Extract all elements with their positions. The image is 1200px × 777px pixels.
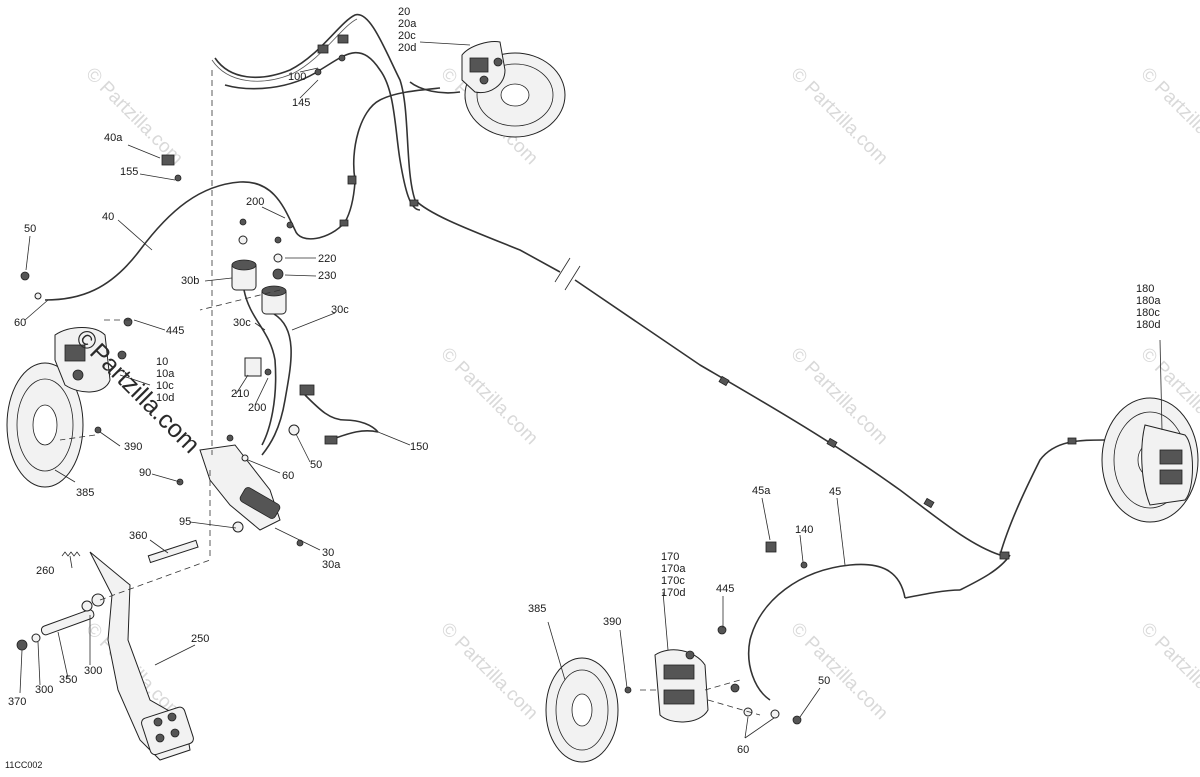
part-number-label[interactable]: 50 [310, 459, 322, 471]
part-number-label[interactable]: 230 [318, 270, 336, 282]
part-number-label[interactable]: 180d [1136, 319, 1160, 331]
part-number-label[interactable]: 20a [398, 18, 417, 30]
part-number-label[interactable]: 30b [181, 275, 199, 287]
part-number-label[interactable]: 30c [331, 304, 349, 316]
part-number-label[interactable]: 10a [156, 368, 175, 380]
brand-text: Partzilla.com [84, 338, 205, 459]
part-number-label[interactable]: 40 [102, 211, 114, 223]
part-number-label[interactable]: 445 [716, 583, 734, 595]
part-number-label[interactable]: 145 [292, 97, 310, 109]
part-number-label[interactable]: 200 [246, 196, 264, 208]
part-number-label[interactable]: 155 [120, 166, 138, 178]
part-number-label[interactable]: 40a [104, 132, 123, 144]
part-number-label[interactable]: 20 [398, 6, 410, 18]
part-number-label[interactable]: 220 [318, 253, 336, 265]
part-number-label[interactable]: 100 [288, 71, 306, 83]
watermark: © Partzilla.com [436, 619, 541, 724]
diagram-code: 11CC002 [5, 760, 42, 770]
part-number-label[interactable]: 360 [129, 530, 147, 542]
part-number-label[interactable]: 170 [661, 551, 679, 563]
part-number-label[interactable]: 10 [156, 356, 168, 368]
part-number-label[interactable]: 150 [410, 441, 428, 453]
part-number-label[interactable]: 260 [36, 565, 54, 577]
watermark: © Partzilla.com [786, 619, 891, 724]
brake-lines [44, 13, 1106, 701]
part-number-label[interactable]: 95 [179, 516, 191, 528]
part-number-label[interactable]: 60 [14, 317, 26, 329]
brake-pedal-assembly [16, 539, 199, 761]
front-right-brake-assembly [461, 41, 566, 138]
part-number-label[interactable]: 180 [1136, 283, 1154, 295]
part-number-label[interactable]: 30 [322, 547, 334, 559]
part-number-label[interactable]: 445 [166, 325, 184, 337]
part-number-label[interactable]: 170c [661, 575, 685, 587]
part-number-label[interactable]: 170d [661, 587, 685, 599]
part-number-label[interactable]: 30c [233, 317, 251, 329]
watermark: © Partzilla.com [1136, 619, 1200, 724]
part-number-label[interactable]: 250 [191, 633, 209, 645]
watermark: © Partzilla.com [81, 64, 186, 169]
part-number-label[interactable]: 180c [1136, 307, 1160, 319]
rear-left-brake-assembly [545, 649, 709, 763]
part-number-label[interactable]: 45 [829, 486, 841, 498]
front-left-brake-assembly [6, 327, 127, 488]
part-number-label[interactable]: 60 [282, 470, 294, 482]
part-number-label[interactable]: 50 [24, 223, 36, 235]
part-number-label[interactable]: 60 [737, 744, 749, 756]
part-number-label[interactable]: 10d [156, 392, 174, 404]
part-number-label[interactable]: 20c [398, 30, 416, 42]
part-number-label[interactable]: 20d [398, 42, 416, 54]
part-number-label[interactable]: 370 [8, 696, 26, 708]
leader-lines [19, 41, 1163, 739]
part-number-label[interactable]: 390 [603, 616, 621, 628]
part-number-label[interactable]: 170a [661, 563, 686, 575]
part-number-label[interactable]: 390 [124, 441, 142, 453]
part-number-label[interactable]: 300 [35, 684, 53, 696]
watermark: © Partzilla.com [786, 344, 891, 449]
part-number-label[interactable]: 10c [156, 380, 174, 392]
alignment-lines [59, 70, 761, 716]
part-number-label[interactable]: 210 [231, 388, 249, 400]
watermark: © Partzilla.com [436, 344, 541, 449]
part-number-label[interactable]: 300 [84, 665, 102, 677]
watermark: © Partzilla.com [786, 64, 891, 169]
part-number-label[interactable]: 90 [139, 467, 151, 479]
part-number-label[interactable]: 350 [59, 674, 77, 686]
part-number-label[interactable]: 200 [248, 402, 266, 414]
part-number-label[interactable]: 385 [528, 603, 546, 615]
rear-right-brake-assembly [1101, 397, 1199, 523]
part-number-label[interactable]: 180a [1136, 295, 1161, 307]
part-number-label[interactable]: 140 [795, 524, 813, 536]
part-number-label[interactable]: 30a [322, 559, 341, 571]
part-number-label[interactable]: 50 [818, 675, 830, 687]
part-number-label[interactable]: 45a [752, 485, 771, 497]
watermark: © Partzilla.com [1136, 64, 1200, 169]
part-number-label[interactable]: 385 [76, 487, 94, 499]
master-cylinder-assembly [199, 218, 379, 547]
